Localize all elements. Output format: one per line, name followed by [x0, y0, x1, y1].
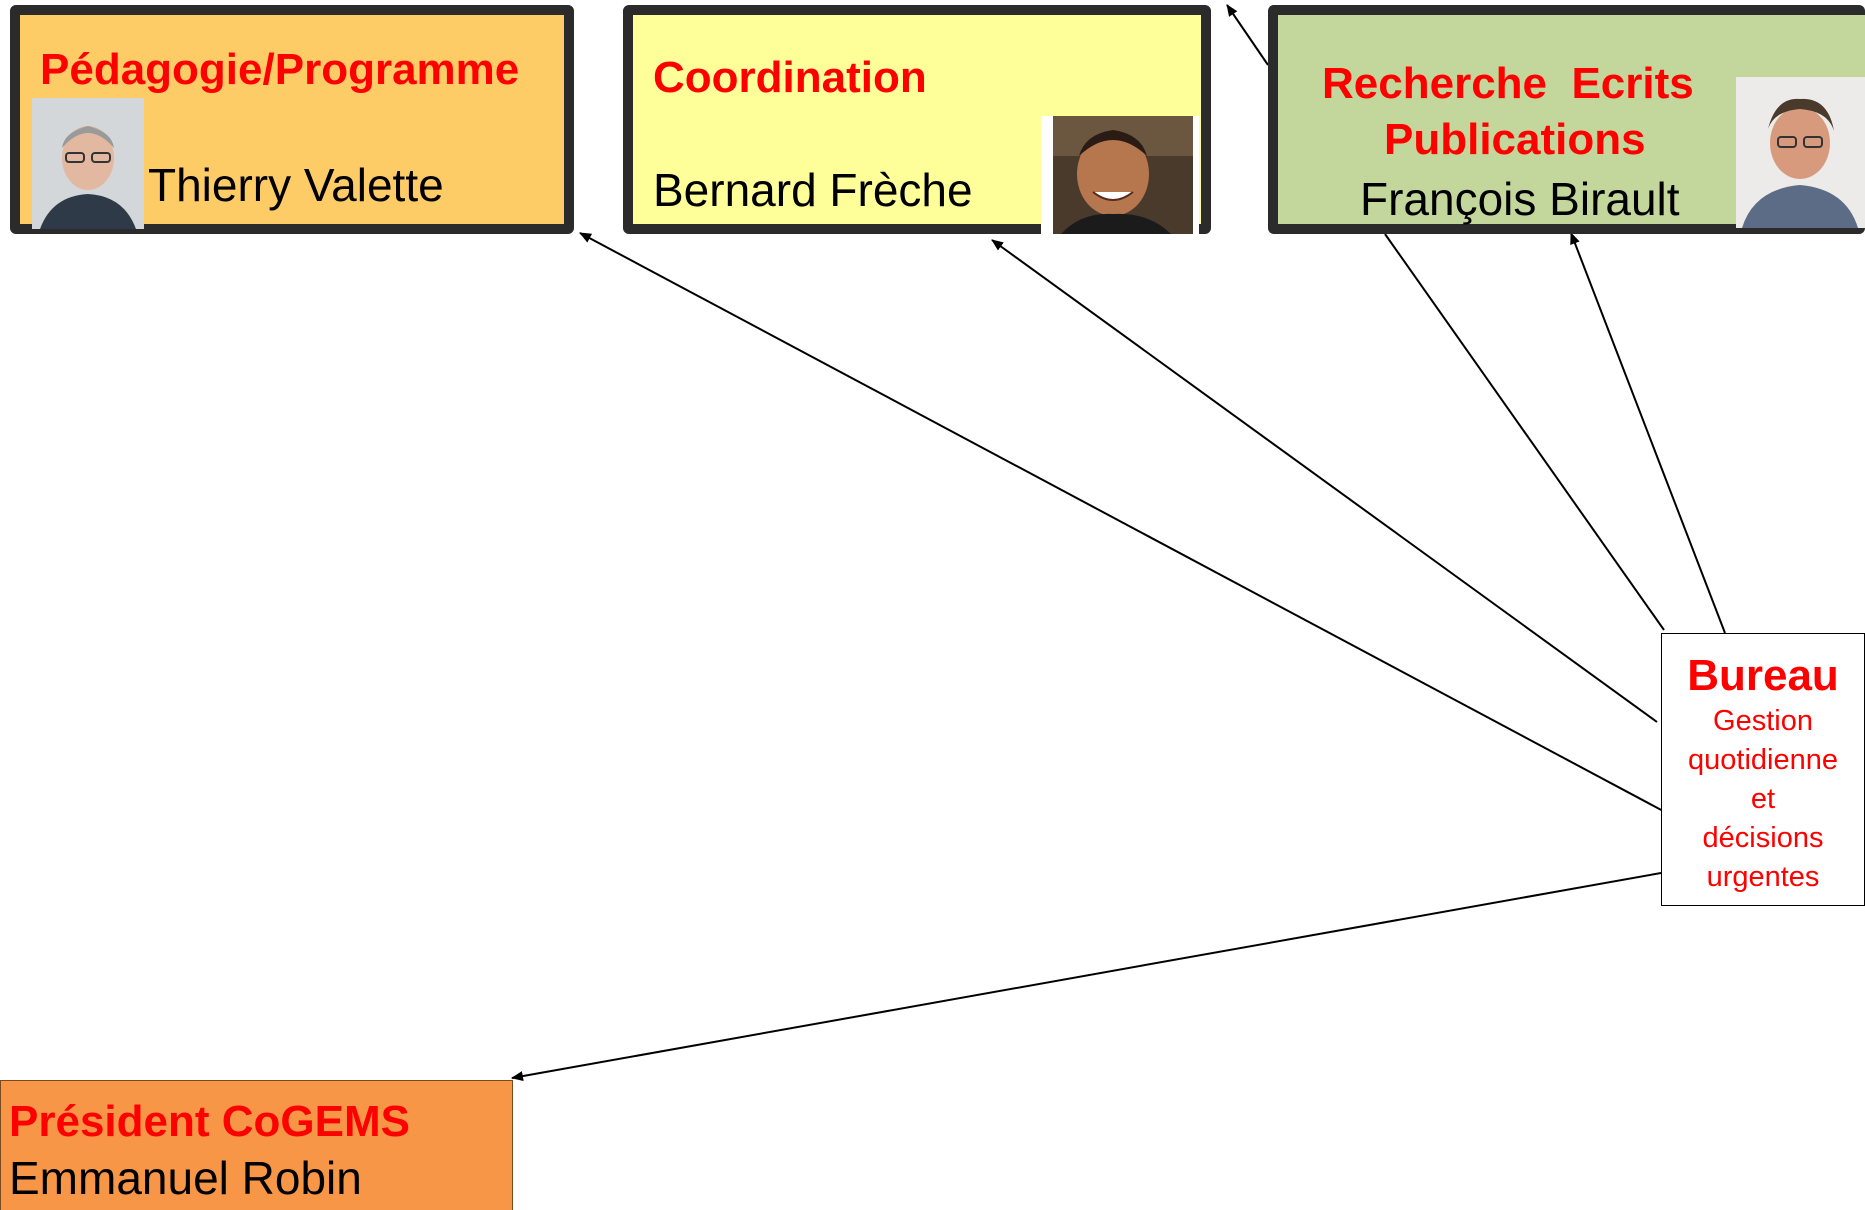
bureau-title: Bureau — [1687, 651, 1839, 700]
recherche-box: Recherche Ecrits Publications François B… — [1268, 5, 1865, 234]
coordination-title: Coordination — [653, 53, 927, 102]
pedagogie-title: Pédagogie/Programme — [40, 45, 520, 94]
freche-photo — [1041, 116, 1199, 234]
president-box: Président CoGEMS Emmanuel Robin — [0, 1080, 513, 1210]
bureau-line-4: décisions — [1702, 822, 1824, 854]
bureau-line-1: Gestion — [1713, 705, 1813, 737]
president-title: Président CoGEMS — [9, 1097, 410, 1146]
coordination-name: Bernard Frèche — [653, 164, 973, 216]
line-bureau-to-recherche — [1384, 233, 1665, 631]
arrow-bureau-to-coordination — [991, 239, 1658, 723]
arrow-bureau-to-president — [511, 872, 1662, 1081]
arrow-bureau-to-recherche — [1570, 232, 1726, 634]
recherche-name: François Birault — [1360, 173, 1680, 225]
bureau-box: Bureau Gestion quotidienne et décisions … — [1661, 633, 1865, 906]
pedagogie-name: Thierry Valette — [148, 159, 444, 211]
recherche-title-line2: Publications — [1384, 115, 1646, 164]
coordination-box: Coordination Bernard Frèche — [623, 5, 1211, 234]
bureau-line-3: et — [1750, 783, 1776, 815]
bureau-line-5: urgentes — [1706, 861, 1820, 893]
bureau-line-2: quotidienne — [1688, 744, 1838, 776]
birault-photo — [1736, 77, 1865, 228]
arrow-bureau-to-pedagogie — [579, 232, 1666, 813]
pedagogie-box: Pédagogie/Programme Thierry Valette — [10, 5, 574, 234]
arrow-recherche-up — [1226, 4, 1269, 66]
recherche-title-line1: Recherche Ecrits — [1322, 59, 1694, 108]
valette-photo — [32, 98, 144, 229]
president-name: Emmanuel Robin — [9, 1152, 362, 1204]
